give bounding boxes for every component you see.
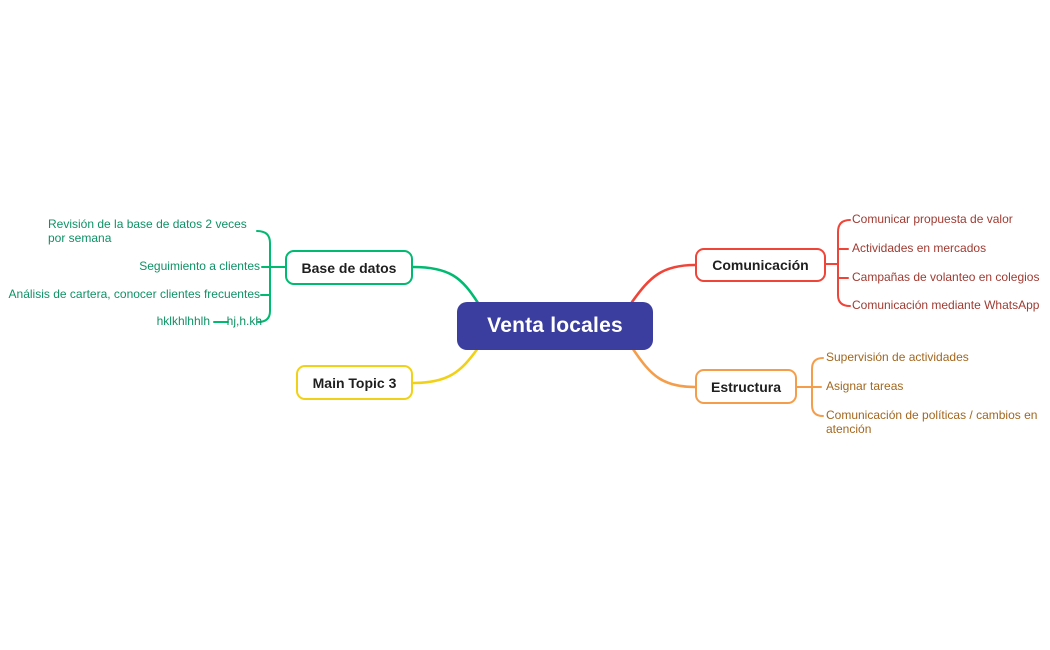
branch-curve-base-de-datos [411,265,480,305]
subtopic-campanas-volanteo[interactable]: Campañas de volanteo en colegios [852,270,1040,284]
root-node[interactable]: Venta locales [457,302,653,350]
subtopic-supervision-actividades[interactable]: Supervisión de actividades [826,350,969,364]
subtopic-seguimiento-clientes[interactable]: Seguimiento a clientes [139,259,260,273]
topic-node-comunicacion[interactable]: Comunicación [695,248,826,282]
subtopic-asignar-tareas[interactable]: Asignar tareas [826,379,904,393]
branch-curve-comunicacion [630,263,697,304]
topic-node-estructura[interactable]: Estructura [695,369,797,404]
topic-node-main-topic-3[interactable]: Main Topic 3 [296,365,413,400]
subtopic-hklkhlhhlh[interactable]: hklkhlhhlh [156,314,210,328]
subtopic-comunicar-propuesta[interactable]: Comunicar propuesta de valor [852,212,1013,226]
child-bracket-base-de-datos [256,230,271,323]
branch-curve-estructura [631,347,697,389]
subtopic-comunicacion-politicas[interactable]: Comunicación de políticas / cambios en a… [826,408,1038,436]
topic-node-base-de-datos[interactable]: Base de datos [285,250,413,285]
branch-curve-main-topic-3 [411,346,480,385]
subtopic-analisis-cartera[interactable]: Análisis de cartera, conocer clientes fr… [8,287,260,301]
child-bracket-comunicacion [837,219,851,307]
subtopic-comunicacion-whatsapp[interactable]: Comunicación mediante WhatsApp [852,298,1040,312]
subtopic-actividades-mercados[interactable]: Actividades en mercados [852,241,987,255]
subtopic-hj-h-kh[interactable]: hj,h.kh [226,314,262,328]
subtopic-revision-base-datos[interactable]: Revisión de la base de datos 2 veces por… [48,217,247,245]
